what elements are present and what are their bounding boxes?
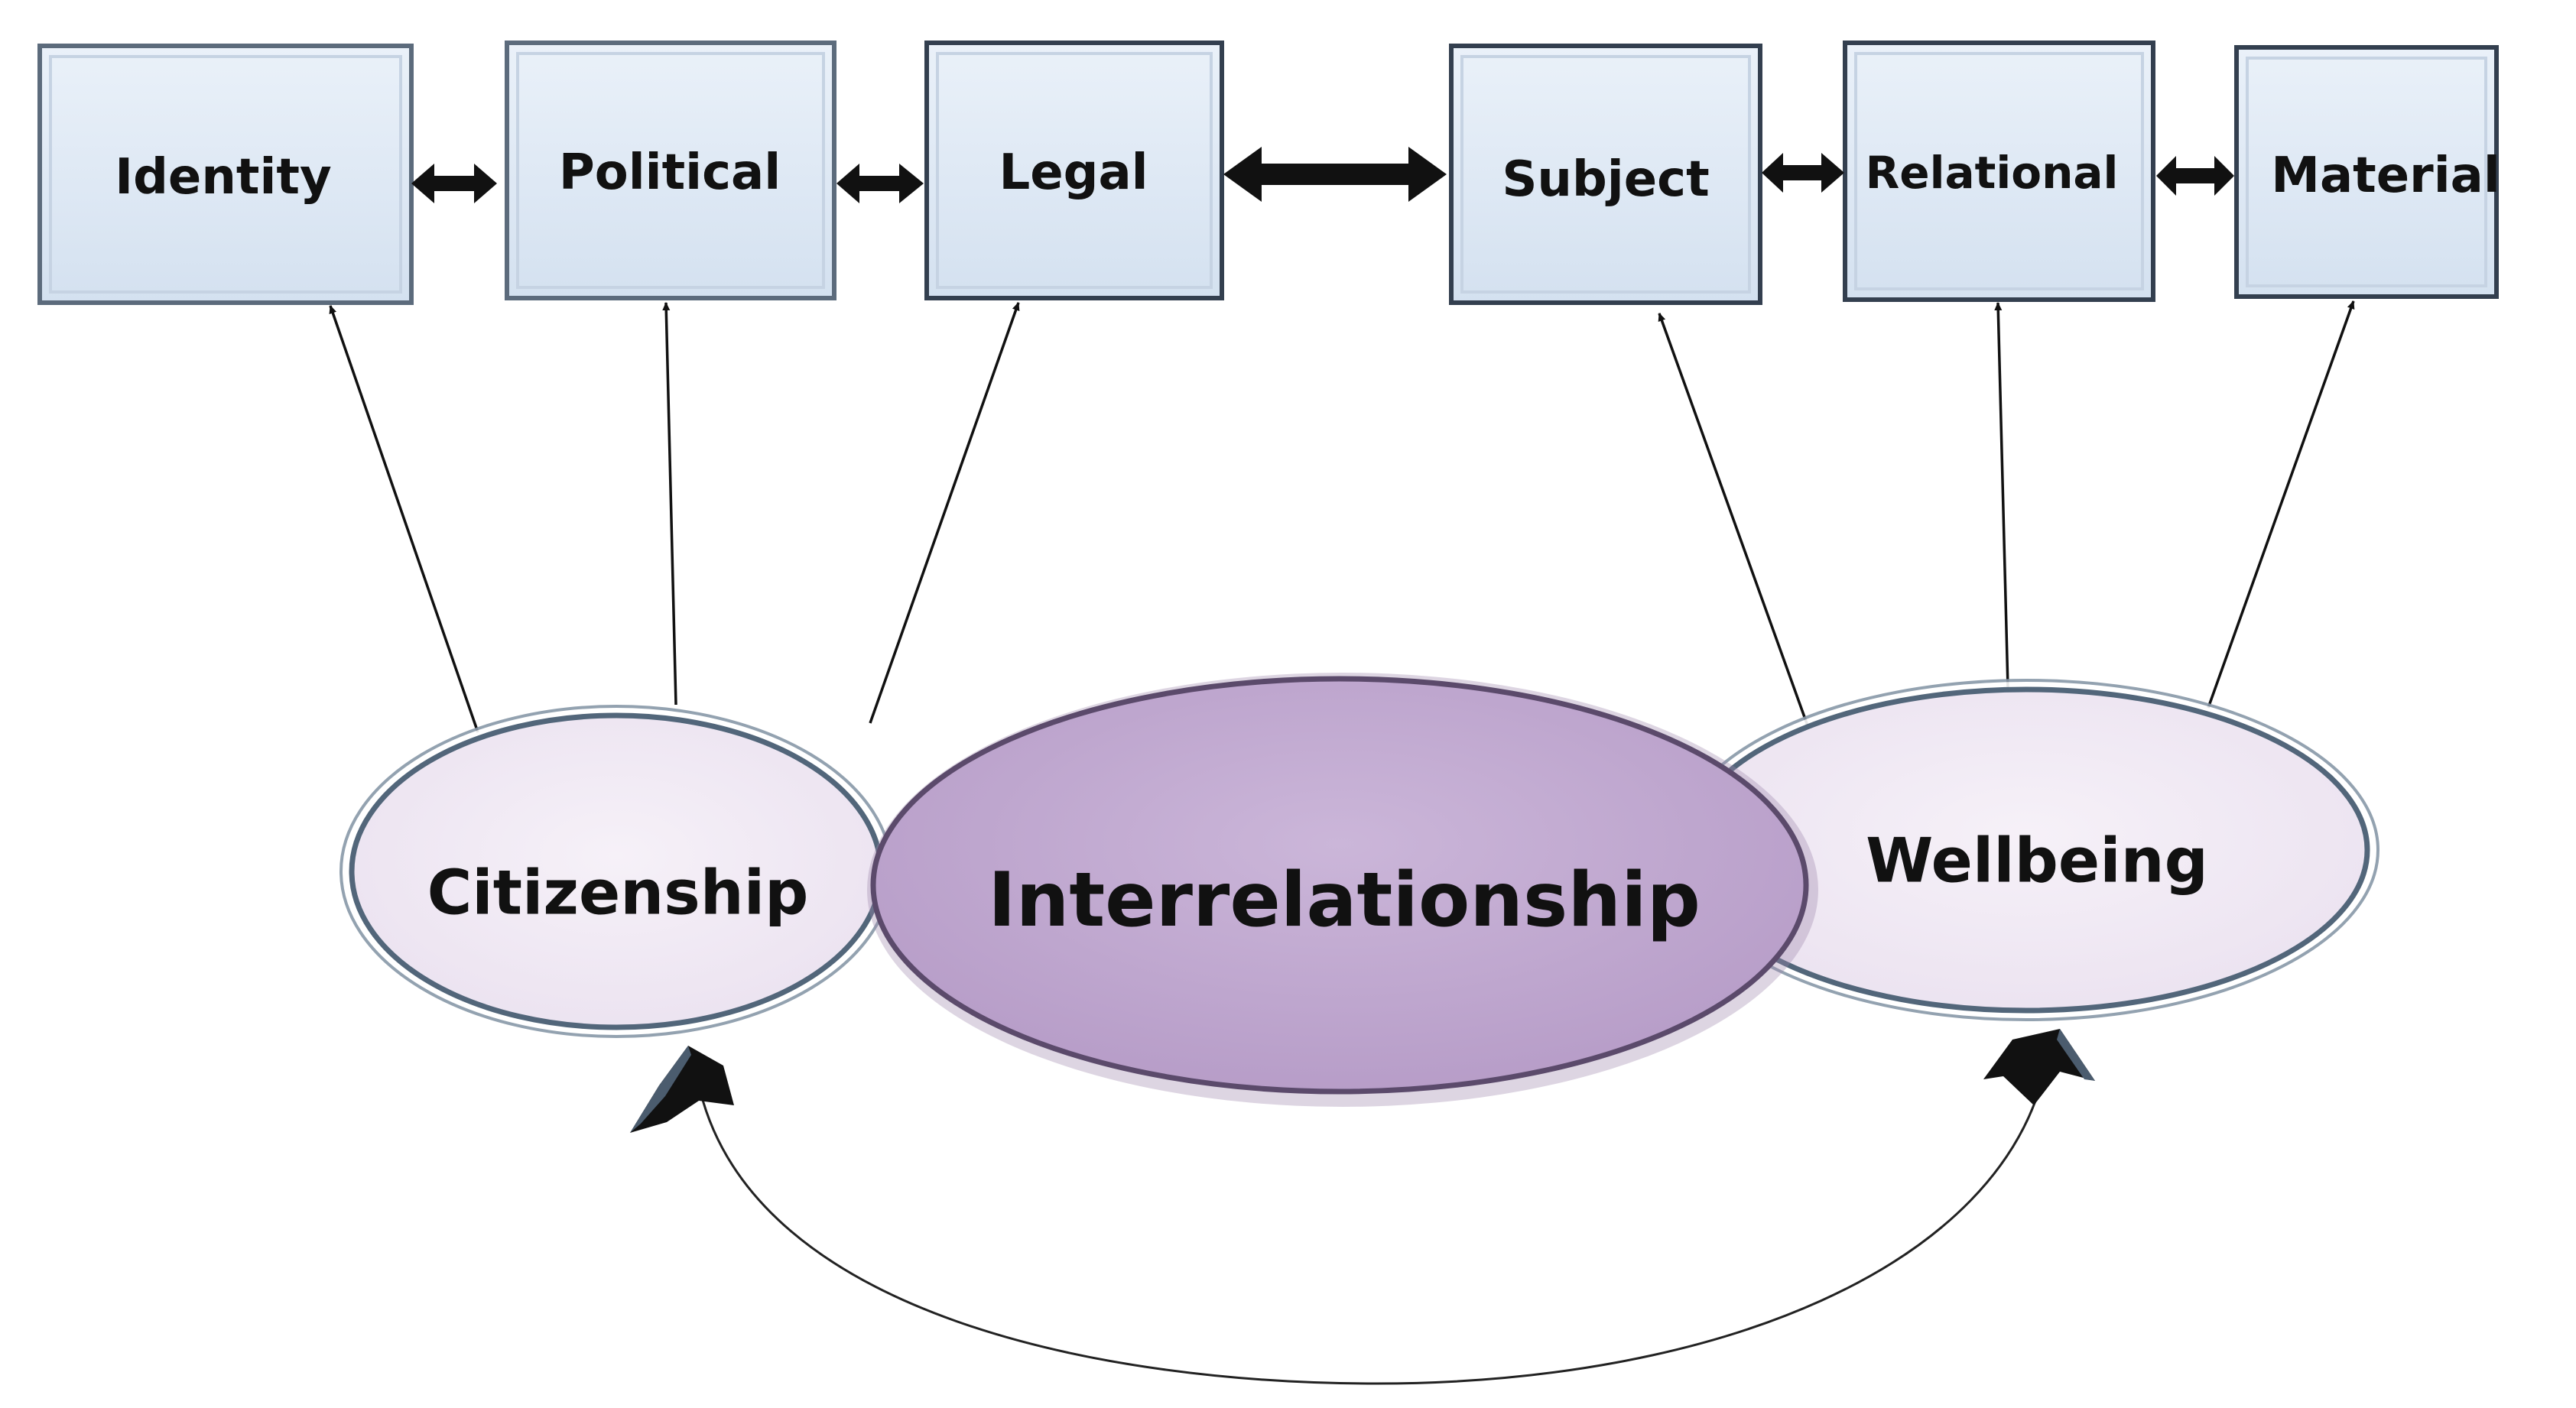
arrow-citizenship-to-legal [869, 302, 1020, 724]
oval-citizenship: Citizenship [339, 705, 893, 1038]
double-arrow-relational-material [2156, 156, 2234, 196]
box-identity: Identity [37, 44, 414, 305]
block-arrow-to-citizenship [630, 1046, 734, 1133]
double-arrow-legal-subject [1223, 147, 1447, 202]
box-identity-label: Identity [115, 149, 331, 206]
box-political: Political [505, 41, 836, 300]
oval-wellbeing-label: Wellbeing [1866, 826, 2208, 897]
oval-citizenship-label: Citizenship [427, 858, 809, 929]
box-legal: Legal [924, 41, 1224, 300]
box-material: Material [2234, 45, 2500, 299]
oval-interrelationship-label: Interrelationship [988, 857, 1701, 944]
double-arrow-subject-relational [1762, 153, 1844, 193]
arrow-wellbeing-to-material [2207, 300, 2355, 709]
feedback-loop-curve [699, 1063, 2048, 1385]
box-subject-label: Subject [1502, 151, 1709, 208]
box-legal-label: Legal [999, 144, 1148, 201]
arrow-citizenship-to-identity [329, 305, 479, 733]
box-relational-label: Relational [1866, 147, 2119, 199]
oval-interrelationship: Interrelationship [867, 673, 1818, 1107]
double-arrow-identity-political [411, 164, 497, 203]
arrow-citizenship-to-political [662, 302, 677, 706]
box-relational: Relational [1843, 41, 2155, 302]
box-subject: Subject [1449, 44, 1762, 305]
box-political-label: Political [559, 144, 781, 201]
arrow-wellbeing-to-relational [1994, 302, 2009, 689]
block-arrow-to-wellbeing [1983, 1029, 2095, 1105]
arrow-wellbeing-to-subject [1658, 313, 1810, 728]
box-material-label: Material [2271, 148, 2500, 204]
double-arrow-political-legal [836, 164, 924, 203]
